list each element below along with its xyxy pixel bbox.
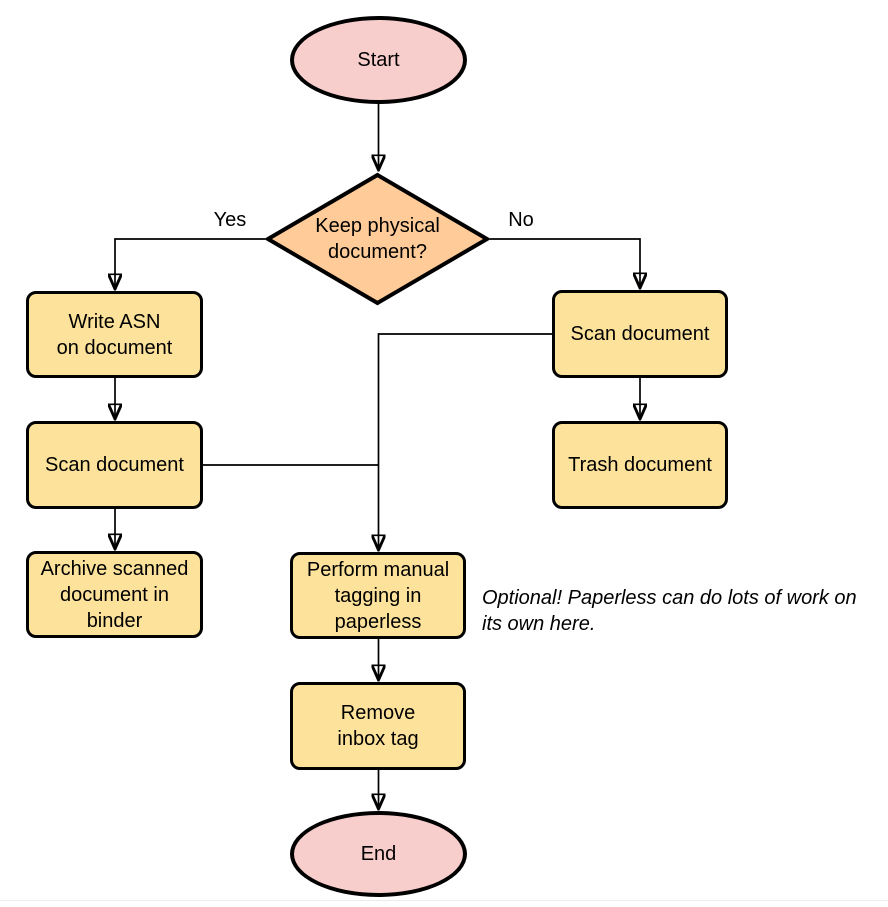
note-line-2: its own here. — [482, 613, 596, 635]
tagging-label: Perform manual tagging in paperless — [306, 558, 450, 633]
scan-right-label: Scan document — [570, 323, 710, 345]
process-manual-tagging-paperless: Perform manual tagging in paperless — [290, 552, 466, 639]
decision-diamond-shape — [264, 172, 491, 306]
start-label: Start — [357, 49, 400, 71]
end-terminator: End — [290, 811, 467, 897]
decision-label: Keep physical document? — [315, 215, 440, 263]
edge-label-yes: Yes — [213, 209, 247, 231]
edge-scanright-to-tagging — [379, 333, 553, 550]
start-terminator: Start — [290, 16, 467, 104]
process-scan-document-right: Scan document — [552, 290, 728, 378]
annotation-optional-note: Optional! Paperless can do lots of work … — [482, 585, 857, 637]
process-trash-document: Trash document — [552, 421, 728, 509]
trash-label: Trash document — [568, 454, 712, 476]
note-line-1: Optional! Paperless can do lots of work … — [482, 587, 857, 609]
decision-keep-physical-document: Keep physical document? — [264, 172, 491, 306]
archive-label: Archive scanned document in binder — [40, 557, 189, 632]
page-bottom-separator — [0, 900, 888, 901]
remove-inbox-label: Remove inbox tag — [337, 702, 419, 750]
process-archive-scanned-document: Archive scanned document in binder — [26, 551, 203, 638]
edge-label-no: No — [508, 209, 534, 231]
edge-no-branch — [490, 238, 640, 288]
process-scan-document-left: Scan document — [26, 421, 203, 509]
scan-left-label: Scan document — [45, 454, 184, 476]
process-remove-inbox-tag: Remove inbox tag — [290, 682, 466, 770]
end-label: End — [360, 843, 397, 865]
write-asn-label: Write ASN on document — [56, 310, 173, 359]
edge-yes-branch — [115, 238, 265, 289]
process-write-asn-on-document: Write ASN on document — [26, 291, 203, 378]
